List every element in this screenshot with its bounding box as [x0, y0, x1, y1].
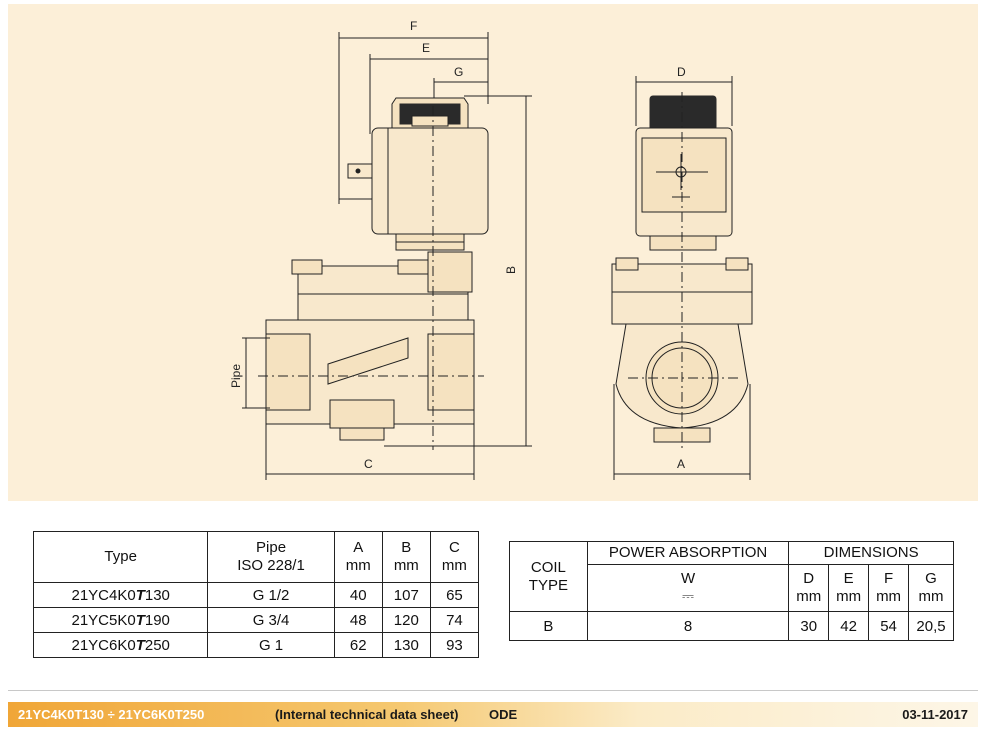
cell-g: 20,5	[908, 611, 954, 641]
cell-c: 93	[429, 632, 480, 658]
footer-product-code: 21YC4K0T130 ÷ 21YC6K0T250	[18, 707, 205, 722]
dim-label-a: A	[677, 457, 685, 471]
cell-pipe: G 3/4	[207, 607, 335, 633]
header-watt: W⎓	[586, 564, 790, 612]
knob-window	[411, 115, 449, 127]
inlet-port	[265, 333, 311, 411]
footer-note: (Internal technical data sheet)	[275, 707, 459, 722]
cell-a: 40	[333, 582, 383, 608]
connector-screw	[355, 168, 361, 174]
bonnet-side-block	[427, 251, 473, 293]
cell-a: 48	[333, 607, 383, 633]
dim-label-pipe: Pipe	[229, 364, 243, 388]
front-nut	[649, 235, 717, 251]
dim-label-c: C	[364, 457, 373, 471]
cell-c: 74	[429, 607, 480, 633]
footer-band: 21YC4K0T130 ÷ 21YC6K0T250 (Internal tech…	[8, 702, 978, 727]
cell-b: 130	[381, 632, 431, 658]
cell-c: 65	[429, 582, 480, 608]
cell-d: 30	[788, 611, 830, 641]
bottom-plug	[339, 427, 385, 441]
front-connector-face	[641, 137, 727, 213]
outlet-port	[427, 333, 475, 411]
coil-body	[371, 127, 489, 235]
valve-drawing: F E G	[229, 19, 753, 480]
footer-divider	[8, 690, 978, 691]
cell-pipe: G 1/2	[207, 582, 335, 608]
table-row: 21YC5K0T190 G 3/4 48 120 74	[32, 607, 480, 633]
dim-label-d: D	[677, 65, 686, 79]
front-bolt-left	[615, 257, 639, 271]
bolt-left	[291, 259, 323, 275]
dim-label-e: E	[422, 41, 430, 55]
table-row: 21YC6K0T250 G 1 62 130 93	[32, 632, 480, 658]
cell-coil-type: B	[509, 611, 588, 641]
cell-f: 54	[868, 611, 910, 641]
footer-date: 03-11-2017	[902, 707, 968, 722]
footer-brand: ODE	[489, 707, 518, 722]
cell-pipe: G 1	[207, 632, 335, 658]
front-bolt-right	[725, 257, 749, 271]
cell-type: 21YC6K0T250	[32, 632, 209, 658]
body-bottom-boss	[329, 399, 395, 429]
dim-label-g: G	[454, 65, 463, 79]
header-type: Type	[32, 531, 209, 583]
cell-power: 8	[586, 611, 790, 641]
table-row: B 8 30 42 54 20,5	[509, 611, 954, 641]
cell-a: 62	[333, 632, 383, 658]
cell-e: 42	[828, 611, 870, 641]
cell-type: 21YC5K0T190	[32, 607, 209, 633]
table-row: 21YC4K0T130 G 1/2 40 107 65	[32, 582, 480, 608]
cell-b: 120	[381, 607, 431, 633]
bolt-mid	[397, 259, 429, 275]
header-power-absorption: POWER ABSORPTION	[586, 541, 790, 565]
cell-type: 21YC4K0T130	[32, 582, 209, 608]
dc-symbol: ⎓	[682, 588, 695, 605]
technical-drawing-panel: F E G	[8, 4, 978, 501]
dim-label-f: F	[410, 19, 417, 33]
cell-b: 107	[381, 582, 431, 608]
header-dimensions: DIMENSIONS	[788, 541, 954, 565]
dim-label-b: B	[504, 266, 518, 274]
internal-passage	[327, 337, 409, 385]
front-knob	[649, 95, 717, 131]
